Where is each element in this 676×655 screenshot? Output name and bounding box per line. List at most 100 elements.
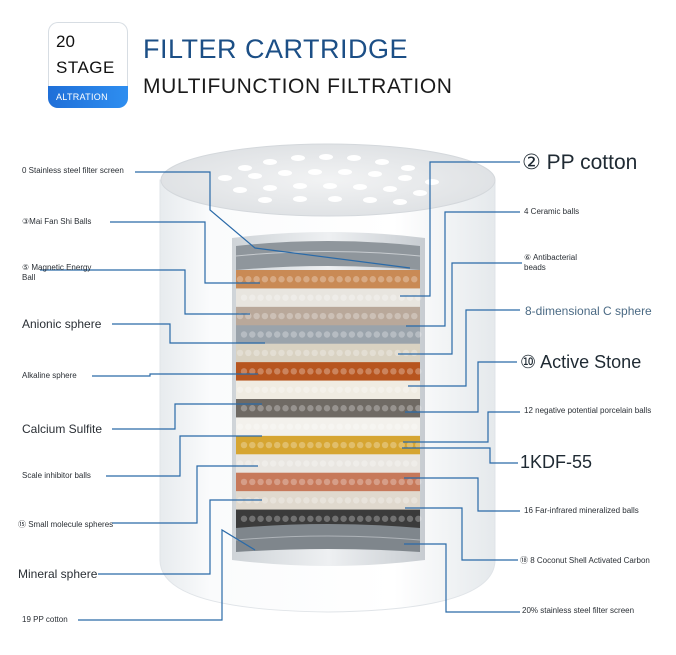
media-granule: [265, 331, 273, 338]
label-kdf: 1KDF-55: [520, 452, 593, 472]
media-granule: [282, 294, 289, 301]
media-granule: [415, 405, 422, 412]
media-granule: [298, 331, 306, 338]
media-granule: [294, 460, 302, 467]
media-granule: [340, 405, 347, 412]
media-granule: [307, 294, 314, 301]
media-granule: [332, 331, 339, 338]
media-granule: [261, 312, 269, 320]
media-granule: [323, 478, 331, 486]
media-granule: [307, 331, 314, 338]
media-granule: [348, 441, 356, 449]
media-granule: [257, 294, 264, 301]
media-granule: [415, 441, 422, 449]
media-granule: [286, 349, 293, 357]
label-8-dimensional: 8-dimensional C sphere: [525, 304, 652, 318]
media-granule: [240, 405, 248, 412]
media-granule: [249, 294, 256, 301]
media-granule: [315, 294, 322, 301]
media-granule: [307, 405, 314, 412]
media-granule: [398, 405, 405, 412]
media-granule: [373, 478, 380, 486]
media-granule: [415, 331, 422, 338]
media-granule: [373, 294, 380, 301]
media-granule: [286, 460, 293, 467]
label-alkaline: Alkaline sphere: [22, 371, 77, 380]
media-granule: [261, 349, 269, 357]
label-pp-cotton-2: ② PP cotton: [522, 151, 638, 174]
media-granule: [344, 276, 352, 283]
media-granule: [311, 349, 318, 357]
media-granule: [353, 386, 360, 393]
media-granule: [357, 405, 364, 412]
media-granule: [319, 386, 327, 393]
media-granule: [315, 331, 322, 338]
media-granule: [245, 349, 252, 357]
media-granule: [377, 423, 385, 430]
media-granule: [386, 312, 393, 320]
media-granule: [294, 312, 302, 320]
media-granule: [369, 460, 376, 467]
media-granule: [390, 331, 397, 338]
media-granule: [311, 386, 318, 393]
media-granule: [390, 441, 397, 449]
media-granule: [290, 441, 297, 449]
media-granule: [278, 386, 285, 393]
media-granule: [386, 349, 393, 357]
media-granule: [270, 460, 277, 467]
media-granule: [311, 312, 318, 320]
media-granule: [240, 331, 248, 338]
media-granule: [328, 312, 335, 320]
media-granule: [286, 312, 293, 320]
media-layer: [236, 435, 420, 455]
media-granule: [336, 497, 343, 504]
label-stainless-20: 20% stainless steel filter screen: [522, 606, 635, 615]
media-granule: [307, 478, 314, 486]
media-granule: [411, 386, 418, 393]
media-granule: [282, 515, 289, 522]
media-granule: [344, 423, 352, 430]
label-anionic: Anionic sphere: [22, 317, 102, 331]
media-granule: [336, 349, 343, 357]
media-granule: [353, 276, 360, 283]
media-granule: [328, 386, 335, 393]
media-granule: [303, 349, 310, 357]
media-granule: [369, 386, 376, 393]
media-granule: [402, 349, 410, 357]
media-granule: [348, 331, 356, 338]
media-granule: [361, 497, 368, 504]
badge-word: STAGE: [56, 58, 115, 77]
media-granule: [353, 460, 360, 467]
media-granule: [311, 276, 318, 283]
media-granule: [274, 478, 281, 486]
media-granule: [332, 405, 339, 412]
media-granule: [278, 423, 285, 430]
media-granule: [286, 497, 293, 504]
media-granule: [290, 515, 297, 522]
media-granule: [245, 386, 252, 393]
media-granule: [307, 368, 314, 375]
media-granule: [390, 478, 397, 486]
media-granule: [286, 423, 293, 430]
media-granule: [365, 331, 372, 338]
media-granule: [249, 405, 256, 412]
media-granule: [386, 460, 393, 467]
label-far-infrared: 16 Far-infrared mineralized balls: [524, 506, 639, 515]
media-granule: [303, 312, 310, 320]
media-layer: [236, 509, 420, 529]
media-granule: [298, 441, 306, 449]
media-granule: [282, 368, 289, 375]
media-granule: [270, 276, 277, 283]
media-granule: [265, 515, 273, 522]
media-granule: [348, 294, 356, 301]
media-granule: [373, 368, 380, 375]
media-granule: [282, 441, 289, 449]
media-granule: [245, 460, 252, 467]
media-granule: [290, 478, 297, 486]
media-granule: [353, 497, 360, 504]
media-granule: [319, 423, 327, 430]
media-granule: [274, 405, 281, 412]
media-granule: [303, 276, 310, 283]
label-magnetic-energy-2: Ball: [22, 273, 36, 282]
media-granule: [303, 460, 310, 467]
